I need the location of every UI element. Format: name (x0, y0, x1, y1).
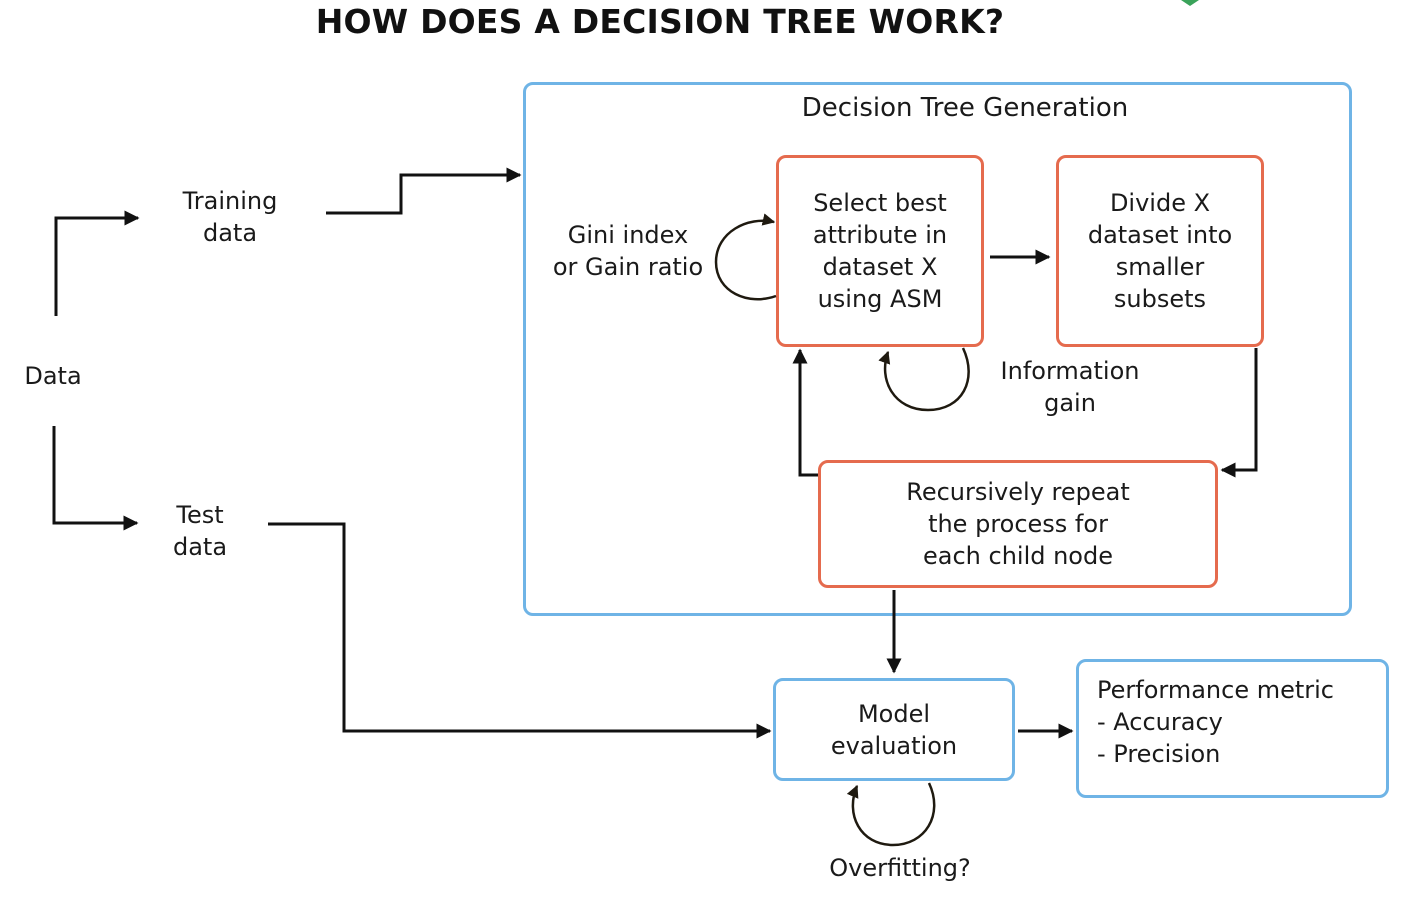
gini-loop-arrow (714, 213, 777, 301)
performance-metric-box: Performance metric - Accuracy - Precisio… (1076, 659, 1389, 798)
information-gain-label: Information gain (1000, 357, 1140, 417)
data-to-test-arrow (52, 426, 139, 531)
gini-index-label: Gini index or Gain ratio (552, 221, 704, 281)
recursive-repeat-box: Recursively repeat the process for each … (818, 460, 1218, 588)
recursive-repeat-text: Recursively repeat the process for each … (906, 478, 1130, 570)
generation-title: Decision Tree Generation (801, 93, 1129, 123)
training-to-generation-arrow (326, 167, 522, 215)
divide-to-recursive-arrow (1220, 348, 1258, 478)
recursive-to-select-arrow (792, 348, 818, 477)
page-title: HOW DOES A DECISION TREE WORK? (315, 2, 1005, 41)
information-gain-loop-arrow (878, 347, 970, 412)
overfitting-loop-arrow (846, 782, 936, 847)
divide-dataset-text: Divide X dataset into smaller subsets (1087, 189, 1233, 313)
test-to-evaluation-arrow (268, 522, 772, 739)
data-label: Data (24, 362, 82, 390)
select-attribute-box: Select best attribute in dataset X using… (776, 155, 984, 347)
model-evaluation-text: Model evaluation (830, 699, 958, 760)
test-data-label: Test data (172, 501, 228, 561)
select-attribute-text: Select best attribute in dataset X using… (812, 189, 948, 313)
data-to-training-arrow (54, 210, 140, 316)
divide-dataset-box: Divide X dataset into smaller subsets (1056, 155, 1264, 347)
training-data-label: Training data (182, 187, 278, 247)
performance-metric-text: Performance metric - Accuracy - Precisio… (1097, 676, 1334, 768)
logo-icon (1181, 0, 1199, 6)
model-evaluation-box: Model evaluation (773, 678, 1015, 781)
overfitting-label: Overfitting? (829, 854, 971, 882)
